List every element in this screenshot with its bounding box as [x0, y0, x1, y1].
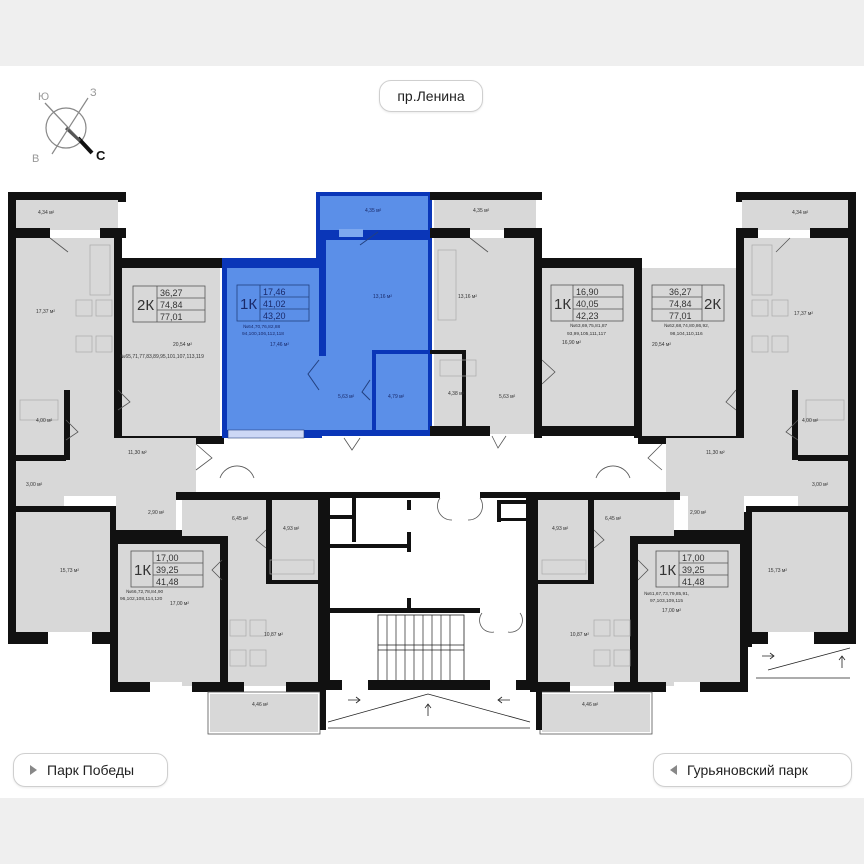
- living-area-value: 17,46: [263, 287, 286, 297]
- nav-right-label: Гурьяновский парк: [687, 762, 808, 778]
- total-with-balcony-value: 43,20: [263, 311, 286, 321]
- room-area-label: 17,00 м²: [662, 608, 681, 614]
- total-with-balcony-value: 42,23: [576, 311, 599, 321]
- compass-rose: Ю З В С: [32, 87, 106, 165]
- room-area-label: 13,16 м²: [373, 294, 392, 300]
- apartment-numbers: №62,68,74,80,86,92,: [664, 323, 709, 329]
- apartment-type-label: 1К: [240, 296, 257, 313]
- total-area-value: 74,84: [669, 299, 692, 309]
- room-area-label: 20,54 м²: [652, 342, 671, 348]
- compass-north-label: С: [96, 148, 106, 163]
- apartment-numbers: 93,99,105,111,117: [567, 331, 606, 337]
- compass-south-label: Ю: [38, 91, 49, 103]
- apartment-numbers: 98,104,110,116: [670, 331, 703, 337]
- room-area-label: 6,45 м²: [605, 516, 622, 522]
- building-core: [195, 443, 851, 730]
- room-area-label: 11,30 м²: [128, 450, 147, 456]
- room-area-label: 2,90 м²: [148, 510, 165, 516]
- room-area-label: 5,63 м²: [499, 394, 516, 400]
- room-area-label: 17,37 м²: [794, 311, 813, 317]
- staircase: [377, 614, 465, 683]
- apartment-numbers: 96,102,108,114,120: [120, 596, 163, 602]
- room-area-label: 10,87 м²: [570, 632, 589, 638]
- room-area-label: 4,38 м²: [448, 391, 465, 397]
- nav-right-button[interactable]: Гурьяновский парк: [653, 753, 852, 787]
- living-area-value: 16,90: [576, 287, 599, 297]
- total-with-balcony-value: 41,48: [682, 577, 705, 587]
- total-area-value: 39,25: [682, 565, 705, 575]
- apartment-2k-top-right[interactable]: 4,34 м² 17,37 м² 20,54 м² 4,00 м² 11,30 …: [638, 192, 856, 647]
- compass-circle: [45, 107, 87, 149]
- room-area-label: 4,35 м²: [365, 208, 382, 214]
- room-area-label: 5,63 м²: [338, 394, 355, 400]
- apartment-numbers: №61,67,73,79,85,91,: [644, 591, 689, 597]
- apartment-type-label: 2К: [137, 297, 154, 314]
- room-area-label: 4,46 м²: [582, 702, 599, 708]
- triangle-right-icon: [30, 765, 37, 775]
- total-with-balcony-value: 41,48: [156, 577, 179, 587]
- room-area-label: 17,00 м²: [170, 601, 189, 607]
- nav-left-button[interactable]: Парк Победы: [13, 753, 168, 787]
- total-area-value: 40,05: [576, 299, 599, 309]
- room-area-label: 17,46 м²: [270, 342, 289, 348]
- living-area-value: 17,00: [682, 553, 705, 563]
- street-label-chip: пр.Ленина: [379, 80, 483, 112]
- living-area-value: 36,27: [160, 288, 183, 298]
- room-area-label: 15,73 м²: [60, 568, 79, 574]
- room-area-label: 4,93 м²: [283, 526, 300, 532]
- room-area-label: 4,46 м²: [252, 702, 269, 708]
- living-area-value: 36,27: [669, 287, 692, 297]
- room-area-label: 4,93 м²: [552, 526, 569, 532]
- total-area-value: 74,84: [160, 300, 183, 310]
- triangle-left-icon: [670, 765, 677, 775]
- apartment-type-label: 1К: [134, 562, 151, 579]
- room-area-label: 20,54 м²: [173, 342, 192, 348]
- total-with-balcony-value: 77,01: [669, 311, 692, 321]
- apartment-type-label: 2К: [704, 296, 721, 313]
- apartment-numbers: 94,100,106,112,118: [242, 331, 284, 337]
- room-area-label: 4,34 м²: [38, 210, 55, 216]
- room-area-label: 16,90 м²: [562, 340, 581, 346]
- room-area-label: 4,00 м²: [36, 418, 53, 424]
- apartment-type-label: 1К: [554, 296, 571, 313]
- room-area-label: 15,73 м²: [768, 568, 787, 574]
- apartment-1k-bottom-right[interactable]: 4,93 м² 6,45 м² 2,90 м² 17,00 м² 10,87 м…: [530, 492, 748, 735]
- room-area-label: 11,30 м²: [706, 450, 725, 456]
- room-area-label: 10,87 м²: [264, 632, 283, 638]
- room-area-label: 4,00 м²: [802, 418, 819, 424]
- apartment-numbers: №66,72,78,84,90: [126, 589, 163, 595]
- apartment-1k-middle-right[interactable]: 4,35 м² 13,16 м² 16,90 м² 4,38 м² 5,63 м…: [430, 192, 642, 449]
- room-area-label: 6,45 м²: [232, 516, 249, 522]
- compass-east-label: В: [32, 153, 39, 165]
- street-label: пр.Ленина: [397, 88, 465, 104]
- room-area-label: 2,90 м²: [690, 510, 707, 516]
- total-with-balcony-value: 77,01: [160, 312, 183, 322]
- apartment-type-label: 1К: [659, 562, 676, 579]
- room-area-label: 3,00 м²: [812, 482, 829, 488]
- apartment-numbers: №63,69,75,81,87: [570, 323, 607, 329]
- room-area-label: 4,34 м²: [792, 210, 809, 216]
- apartment-numbers: №64,70,76,82,88: [243, 324, 280, 330]
- apartment-numbers: 97,103,109,115: [650, 598, 683, 604]
- apartment-1k-selected[interactable]: 4,35 м² 13,16 м² 17,46 м² 5,63 м² 4,79 м…: [222, 192, 432, 451]
- room-area-label: 3,00 м²: [26, 482, 43, 488]
- room-area-label: 17,37 м²: [36, 309, 55, 315]
- nav-left-label: Парк Победы: [47, 762, 135, 778]
- total-area-value: 41,02: [263, 299, 286, 309]
- compass-west-label: З: [90, 87, 97, 99]
- apartment-numbers: №65,71,77,83,89,95,101,107,113,119: [120, 354, 204, 360]
- total-area-value: 39,25: [156, 565, 179, 575]
- room-area-label: 13,16 м²: [458, 294, 477, 300]
- room-area-label: 4,79 м²: [388, 394, 405, 400]
- room-area-label: 4,35 м²: [473, 208, 490, 214]
- apartment-1k-bottom-left[interactable]: 2,90 м² 6,45 м² 4,93 м² 17,00 м² 10,87 м…: [110, 492, 326, 735]
- living-area-value: 17,00: [156, 553, 179, 563]
